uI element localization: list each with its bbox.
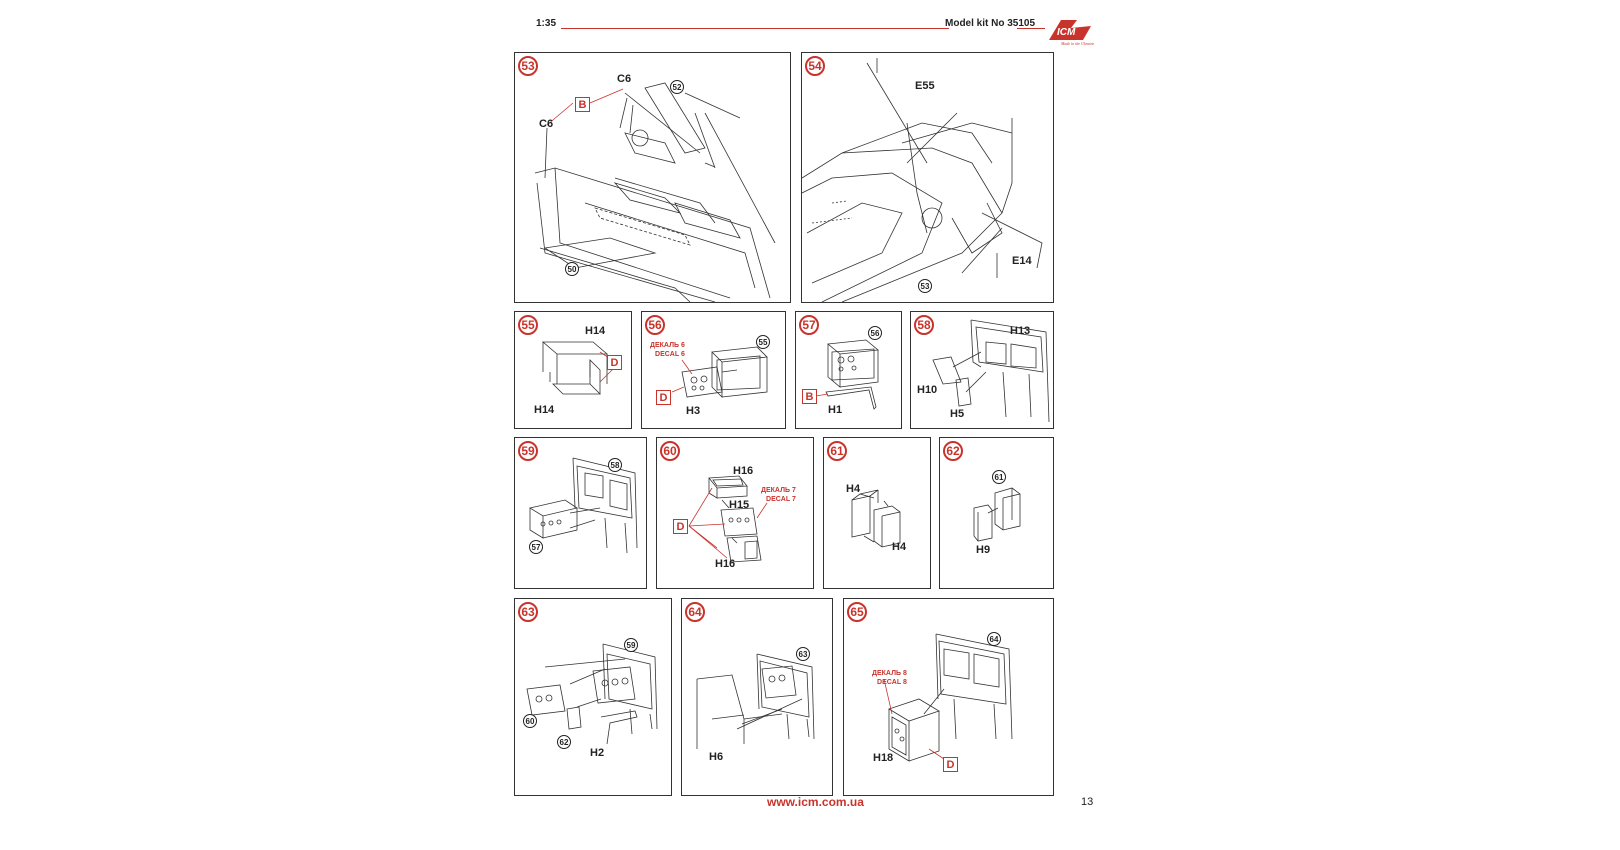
scale-label: 1:35 [536, 18, 557, 29]
step-number: 62 [943, 441, 963, 461]
step-61-panel: 61 H4 H4 [823, 437, 931, 589]
header-rule-right [1017, 28, 1045, 29]
step-number: 65 [847, 602, 867, 622]
part-label: H10 [917, 384, 938, 396]
part-label: H13 [1010, 325, 1031, 337]
page-number: 13 [1081, 796, 1094, 808]
glue-callout-b: B [802, 389, 817, 404]
decal-callout: ДЕКАЛЬ 7 DECAL 7 [761, 486, 796, 504]
decal-en: DECAL 6 [655, 351, 685, 358]
step-63-panel: 63 H2 59 60 62 [514, 598, 672, 796]
website-link[interactable]: www.icm.com.ua [767, 795, 864, 809]
decal-en: DECAL 7 [766, 496, 796, 503]
decal-ru: ДЕКАЛЬ 7 [761, 487, 796, 494]
step-ref: 52 [670, 80, 684, 94]
part-label: H4 [846, 483, 861, 495]
decal-ru: ДЕКАЛЬ 6 [650, 342, 685, 349]
glue-callout-d: D [656, 390, 671, 405]
step-57-panel: 57 H1 B 56 [795, 311, 902, 429]
step-ref: 56 [868, 326, 882, 340]
glue-callout-d: D [943, 757, 958, 772]
decal-ru: ДЕКАЛЬ 8 [872, 670, 907, 677]
part-label: H5 [950, 408, 965, 420]
step-55-panel: 55 H14 H14 D [514, 311, 632, 429]
step-ref: 64 [987, 632, 1001, 646]
decal-en: DECAL 8 [877, 679, 907, 686]
step-65-panel: 65 ДЕКАЛЬ 8 DECAL 8 H18 D 64 [843, 598, 1054, 796]
step-ref: 58 [608, 458, 622, 472]
part-label: H1 [828, 404, 843, 416]
step-64-panel: 64 H6 63 [681, 598, 833, 796]
svg-text:ICM: ICM [1057, 27, 1076, 38]
step-62-panel: 62 H9 61 [939, 437, 1054, 589]
step-number: 57 [799, 315, 819, 335]
step-59-panel: 59 58 57 [514, 437, 647, 589]
step-ref: 62 [557, 735, 571, 749]
step-number: 61 [827, 441, 847, 461]
part-label: H6 [709, 751, 724, 763]
part-label: H3 [686, 405, 701, 417]
step-53-panel: 53 C6 C6 B 52 50 [514, 52, 791, 303]
step-number: 59 [518, 441, 538, 461]
step-ref: 57 [529, 540, 543, 554]
glue-callout-d: D [673, 519, 688, 534]
part-label: H15 [729, 499, 750, 511]
part-label: E55 [915, 80, 935, 92]
step-ref: 53 [918, 279, 932, 293]
step-ref: 60 [523, 714, 537, 728]
part-label: H9 [976, 544, 991, 556]
glue-callout-d: D [607, 355, 622, 370]
step-number: 53 [518, 56, 538, 76]
instruction-page: 1:35 Model kit No 35105 ICM Made in the … [514, 0, 1097, 850]
icm-logo: ICM Made in the Ukraine [1047, 16, 1095, 46]
step-ref: 50 [565, 262, 579, 276]
part-label: H18 [873, 752, 894, 764]
step-54-panel: 54 E55 E14 53 [801, 52, 1054, 303]
part-label: C6 [617, 73, 632, 85]
step-ref: 59 [624, 638, 638, 652]
part-label: H16 [733, 465, 754, 477]
part-label: H14 [534, 404, 555, 416]
step-number: 60 [660, 441, 680, 461]
step-58-panel: 58 H13 H10 H5 [910, 311, 1054, 429]
header-rule [561, 28, 949, 29]
step-60-panel: 60 H16 H15 H16 D ДЕКАЛЬ 7 DECAL 7 [656, 437, 814, 589]
step-number: 64 [685, 602, 705, 622]
step-number: 55 [518, 315, 538, 335]
step-ref: 55 [756, 335, 770, 349]
glue-callout-b: B [575, 97, 590, 112]
svg-text:Made in the Ukraine: Made in the Ukraine [1060, 41, 1094, 46]
part-label: H14 [585, 325, 606, 337]
part-label: C6 [539, 118, 554, 130]
part-label: H16 [715, 558, 736, 570]
part-label: H4 [892, 541, 907, 553]
decal-callout: ДЕКАЛЬ 8 DECAL 8 [872, 669, 907, 687]
step-ref: 61 [992, 470, 1006, 484]
part-label: H2 [590, 747, 605, 759]
kit-number: Model kit No 35105 [945, 18, 1036, 29]
step-56-panel: 56 ДЕКАЛЬ 6 DECAL 6 H3 D 55 [641, 311, 786, 429]
decal-callout: ДЕКАЛЬ 6 DECAL 6 [650, 341, 685, 359]
step-number: 63 [518, 602, 538, 622]
part-label: E14 [1012, 255, 1032, 267]
step-number: 58 [914, 315, 934, 335]
step-number: 56 [645, 315, 665, 335]
step-number: 54 [805, 56, 825, 76]
step-ref: 63 [796, 647, 810, 661]
